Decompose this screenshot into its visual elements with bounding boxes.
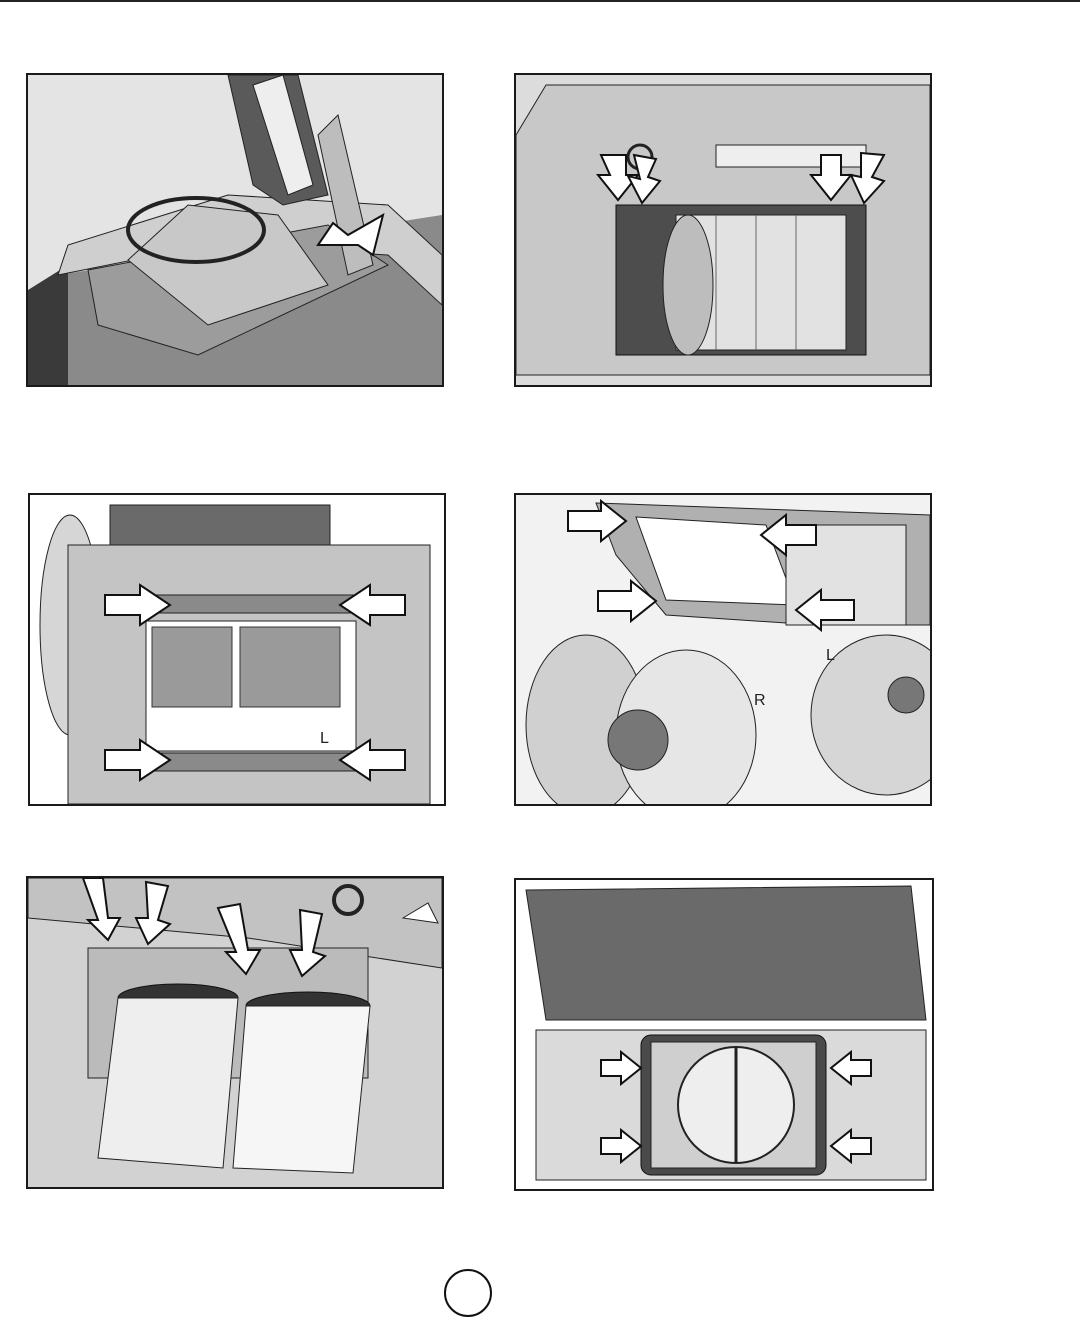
blower-plate-screws-figure: L [28,493,446,806]
right-blower-label: R [754,692,766,709]
blower-plate-illustration: L [30,495,444,804]
left-blower-label: L [826,647,835,664]
transition-damper-figure [514,878,934,1191]
damper-connector-illustration [28,75,442,385]
dual-blower-bracket-figure: R L [514,493,932,806]
damper-connector-figure [26,73,444,387]
dual-blower-bracket-illustration: R L [516,495,930,804]
blower-mounting-figure [514,73,932,387]
top-rule [0,0,1080,2]
transition-damper-illustration [516,880,932,1189]
dual-blower-install-illustration [28,878,442,1187]
blower-mounting-illustration [516,75,930,385]
direction-label: L [320,730,329,747]
dual-blower-install-figure [26,876,444,1189]
page-number-badge [444,1269,492,1317]
